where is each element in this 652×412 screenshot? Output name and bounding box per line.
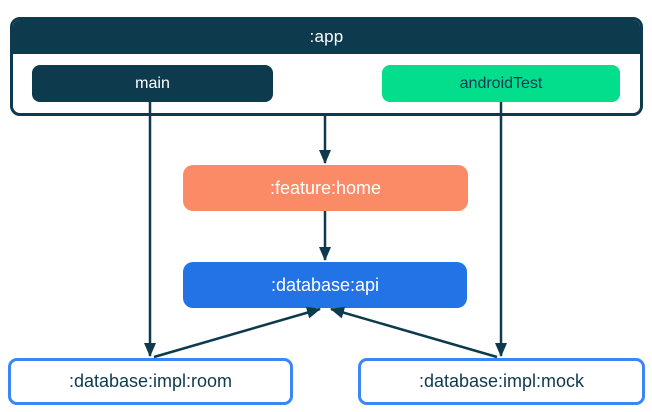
database-impl-mock-label: :database:impl:mock [418, 371, 585, 391]
node-database-impl-mock: :database:impl:mock [358, 358, 645, 405]
app-container-header: :app [13, 20, 640, 54]
node-database-api: :database:api [183, 262, 467, 308]
database-impl-room-label: :database:impl:room [68, 371, 233, 391]
node-feature-home: :feature:home [183, 165, 468, 211]
edge-database_impl_mock-to-database_api [330, 306, 498, 359]
edge-database_impl_room-to-database_api [153, 306, 321, 359]
feature-home-label: :feature:home [269, 177, 382, 198]
node-database-impl-room: :database:impl:room [8, 358, 293, 405]
source-androidtest-label: androidTest [459, 74, 543, 92]
source-main-label: main [135, 74, 170, 92]
node-source-androidtest: androidTest [382, 65, 620, 102]
database-api-label: :database:api [270, 274, 380, 295]
app-label: :app [309, 27, 344, 46]
node-source-main: main [32, 65, 273, 102]
